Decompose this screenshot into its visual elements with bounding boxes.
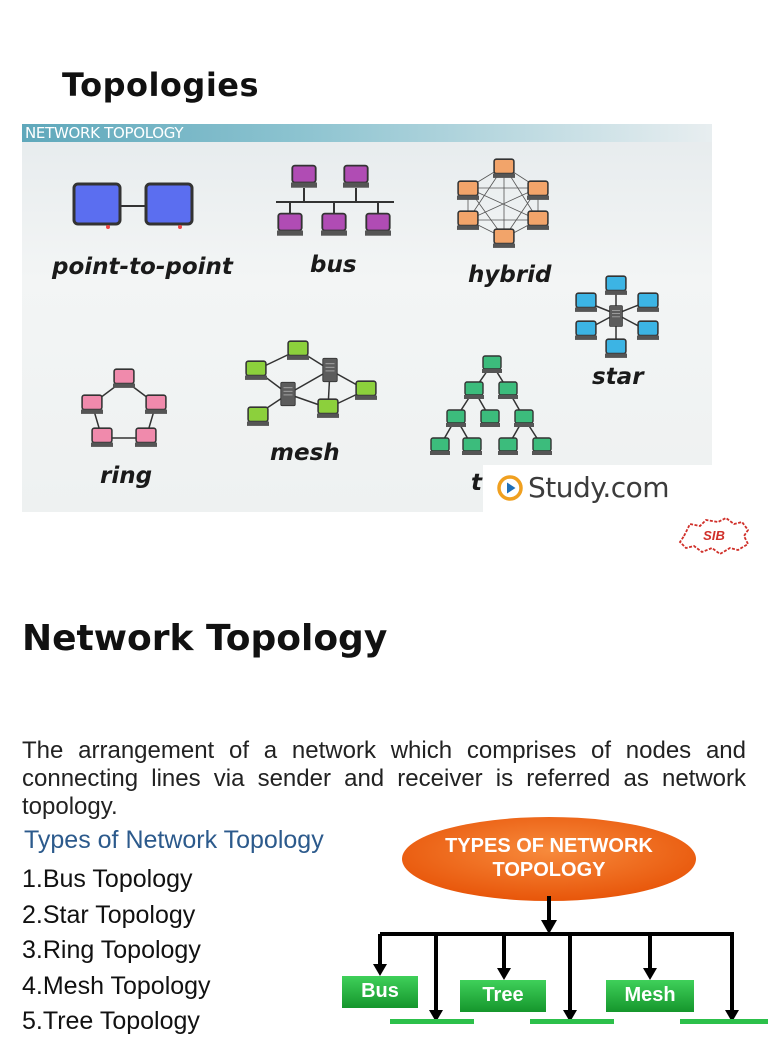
label-bus: bus	[310, 252, 357, 278]
types-heading: Types of Network Topology	[24, 826, 324, 854]
partial-box-3	[680, 1019, 768, 1024]
mesh-diagram	[244, 340, 378, 427]
label-tree-partial: t	[471, 470, 482, 496]
tree-box-label: Tree	[482, 984, 523, 1006]
watermark-text: Study.com	[528, 471, 670, 504]
star-diagram	[574, 275, 660, 359]
hybrid-diagram	[456, 158, 550, 249]
list-item: 5.Tree Topology	[22, 1007, 200, 1035]
bus-box-label: Bus	[361, 980, 399, 1002]
mesh-box	[606, 980, 694, 1012]
label-ring: ring	[100, 463, 153, 489]
point-to-point-diagram	[72, 182, 194, 229]
network-topology-figure: NETWORK TOPOLOGY	[22, 124, 712, 512]
play-logo-icon	[497, 475, 523, 501]
bus-diagram	[276, 164, 394, 237]
mesh-box-label: Mesh	[624, 984, 675, 1006]
ring-diagram	[80, 368, 168, 448]
tree-diagram	[429, 355, 553, 456]
label-hybrid: hybrid	[468, 262, 552, 288]
definition-paragraph: The arrangement of a network which compr…	[22, 737, 746, 820]
list-item: 2.Star Topology	[22, 900, 196, 929]
diagram-title-line1: TYPES OF NETWORK	[445, 835, 653, 857]
diagram-title-oval	[402, 817, 696, 901]
list-item: 3.Ring Topology	[22, 936, 201, 964]
label-mesh: mesh	[270, 440, 340, 466]
partial-box-2	[530, 1019, 614, 1024]
figure-header-text: NETWORK TOPOLOGY	[25, 124, 184, 142]
tree-box	[460, 980, 546, 1012]
figure-header-bar: NETWORK TOPOLOGY	[22, 124, 712, 142]
slide-title-network-topology: Network Topology	[22, 618, 388, 659]
diagram-title-line2: TOPOLOGY	[493, 859, 607, 881]
topology-illustrations	[72, 158, 660, 456]
list-item: 1.Bus Topology	[22, 865, 193, 893]
label-star: star	[592, 364, 644, 390]
list-item: 4.Mesh Topology	[22, 971, 211, 1000]
slide-title-topologies: Topologies	[62, 66, 260, 104]
study-com-watermark: Study.com	[483, 465, 713, 513]
types-of-topology-diagram: TYPES OF NETWORK TOPOLOGY Bus Tree Mesh	[342, 817, 768, 1024]
label-point-to-point: point-to-point	[52, 254, 233, 280]
topology-types-list: 1.Bus Topology 2.Star Topology 3.Ring To…	[22, 862, 211, 1040]
partial-box-1	[390, 1019, 474, 1024]
sib-logo: SIB	[678, 516, 750, 556]
sib-logo-text: SIB	[703, 528, 725, 543]
bus-box	[342, 976, 418, 1008]
